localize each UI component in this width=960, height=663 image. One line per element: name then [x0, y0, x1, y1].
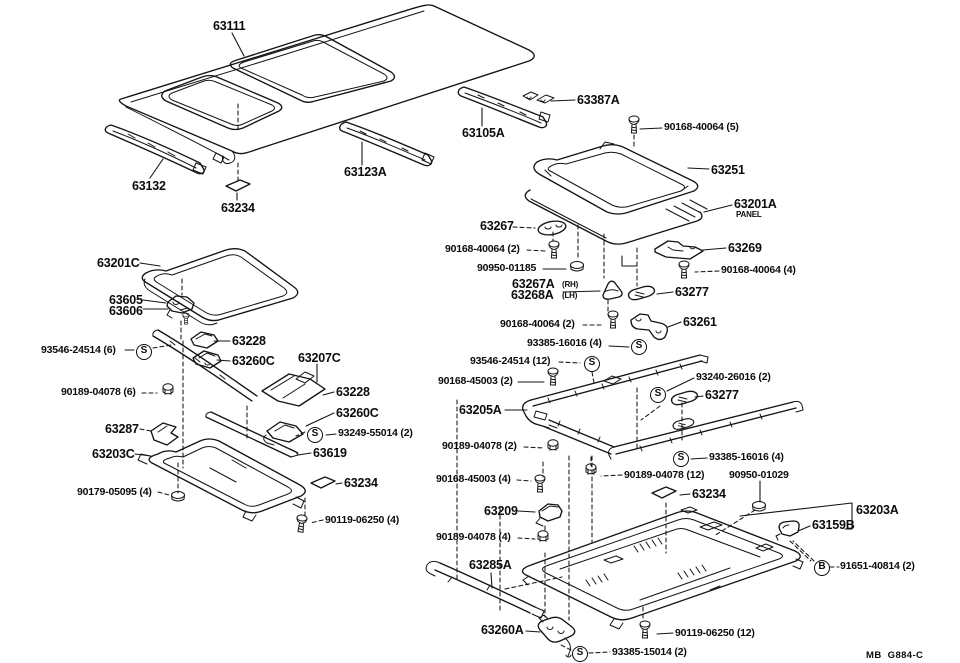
label-63605: 63605	[109, 293, 143, 307]
label-93249-55014-2: 93249-55014 (2)	[338, 427, 413, 439]
label-90950-01185: 90950-01185	[477, 262, 537, 274]
label-63619: 63619	[313, 446, 347, 460]
label-90179-05095-4: 90179-05095 (4)	[77, 486, 152, 498]
label-63205A: 63205A	[459, 403, 502, 417]
label-63251: 63251	[711, 163, 745, 177]
label-63268A-lh: (LH)	[562, 291, 578, 300]
figure-code: MB G884-C	[866, 650, 924, 661]
circled-s-symbol: S	[631, 339, 647, 355]
label-63261: 63261	[683, 315, 717, 329]
label-63159B: 63159B	[812, 518, 855, 532]
label-63111: 63111	[213, 19, 246, 33]
label-63123A: 63123A	[344, 165, 387, 179]
label-90168-40064-2b: 90168-40064 (2)	[500, 318, 575, 330]
circled-s-symbol: S	[584, 356, 600, 372]
label-63260C-front: 63260C	[232, 354, 275, 368]
circled-s-symbol: S	[136, 344, 152, 360]
label-63201A: 63201A	[734, 197, 777, 211]
part-bracket-63209	[535, 503, 563, 527]
label-63228-front: 63228	[232, 334, 266, 348]
label-63234-center: 63234	[692, 487, 726, 501]
part-guide-rail-assembly-63205A	[522, 354, 804, 460]
label-93385-16016-4a: 93385-16016 (4)	[527, 337, 602, 349]
label-63387A: 63387A	[577, 93, 620, 107]
circled-s-symbol: S	[572, 646, 588, 662]
label-91651-40814-2: 91651-40814 (2)	[840, 560, 915, 572]
label-90168-45003-4: 90168-45003 (4)	[436, 473, 511, 485]
label-90189-04078-12: 90189-04078 (12)	[624, 469, 705, 481]
label-93385-16016-4b: 93385-16016 (4)	[709, 451, 784, 463]
label-90119-06250-4: 90119-06250 (4)	[325, 514, 400, 526]
label-90168-45003-2: 90168-45003 (2)	[438, 375, 513, 387]
part-roof-reinforcement-63123A	[338, 121, 435, 167]
part-rail-63619	[205, 411, 299, 458]
label-93385-15014-2: 93385-15014 (2)	[612, 646, 687, 658]
label-63207C: 63207C	[298, 351, 341, 365]
part-drip-channel-63132	[104, 124, 207, 175]
label-63606: 63606	[109, 304, 143, 318]
label-63132: 63132	[132, 179, 166, 193]
label-90189-04078-4: 90189-04078 (4)	[436, 531, 511, 543]
label-90168-40064-5: 90168-40064 (5)	[664, 121, 739, 133]
label-63228-center: 63228	[336, 385, 370, 399]
label-90950-01029: 90950-01029	[729, 469, 789, 481]
circled-b-symbol: B	[814, 560, 830, 576]
label-63269: 63269	[728, 241, 762, 255]
label-90168-40064-2a: 90168-40064 (2)	[445, 243, 520, 255]
part-roof-panel-63111	[118, 4, 535, 164]
label-63234-left: 63234	[344, 476, 378, 490]
leader-lines	[124, 32, 853, 654]
part-clip-63287	[150, 422, 179, 446]
part-latch-63605-63606	[166, 295, 195, 325]
label-93546-24514-6: 93546-24514 (6)	[41, 344, 116, 356]
label-63267: 63267	[480, 219, 514, 233]
part-clip-63260C-front	[192, 350, 222, 369]
part-drive-gear-63260A	[537, 614, 576, 658]
part-clip-63159B	[775, 520, 800, 541]
part-garnish-63285A	[425, 560, 545, 619]
label-63105A: 63105A	[462, 126, 505, 140]
label-63234-roof: 63234	[221, 201, 255, 215]
label-63287: 63287	[105, 422, 139, 436]
part-drain-63267A-63268A	[602, 280, 623, 300]
part-bracket-63387A	[522, 91, 555, 104]
label-90119-06250-12: 90119-06250 (12)	[675, 627, 755, 639]
label-63260A: 63260A	[481, 623, 524, 637]
construction-dashed-lines	[152, 103, 812, 651]
label-panel-caption: PANEL	[736, 210, 762, 219]
part-housing-63203A	[521, 506, 804, 630]
label-93240-26016-2: 93240-26016 (2)	[696, 371, 771, 383]
label-63201C: 63201C	[97, 256, 140, 270]
circled-s-symbol: S	[673, 451, 689, 467]
part-sliding-panel-63201C	[141, 248, 299, 326]
label-63209: 63209	[484, 504, 518, 518]
part-front-housing-63207C	[152, 329, 326, 407]
label-63260C-center: 63260C	[336, 406, 379, 420]
part-sliding-roof-frame-63251	[533, 141, 699, 215]
label-63277-rail: 63277	[705, 388, 739, 402]
label-93546-24514-12: 93546-24514 (12)	[470, 355, 551, 367]
part-roof-reinforcement-63105A	[457, 86, 551, 129]
circled-s-symbol: S	[650, 387, 666, 403]
label-90189-04078-2: 90189-04078 (2)	[442, 440, 517, 452]
part-bracket-63269	[654, 240, 704, 260]
label-63203C: 63203C	[92, 447, 135, 461]
label-63277-upper: 63277	[675, 285, 709, 299]
circled-s-symbol: S	[307, 427, 323, 443]
label-63267A: 63267A	[512, 277, 555, 291]
label-63203A: 63203A	[856, 503, 899, 517]
part-sliding-roof-panel-63201A	[524, 189, 708, 245]
part-lever-63261	[630, 313, 669, 341]
label-90189-04078-6: 90189-04078 (6)	[61, 386, 136, 398]
label-90168-40064-4: 90168-40064 (4)	[721, 264, 796, 276]
label-63268A: 63268A	[511, 288, 554, 302]
label-63267A-rh: (RH)	[562, 280, 579, 289]
part-clip-63260C-center	[263, 421, 304, 446]
label-63285A: 63285A	[469, 558, 512, 572]
